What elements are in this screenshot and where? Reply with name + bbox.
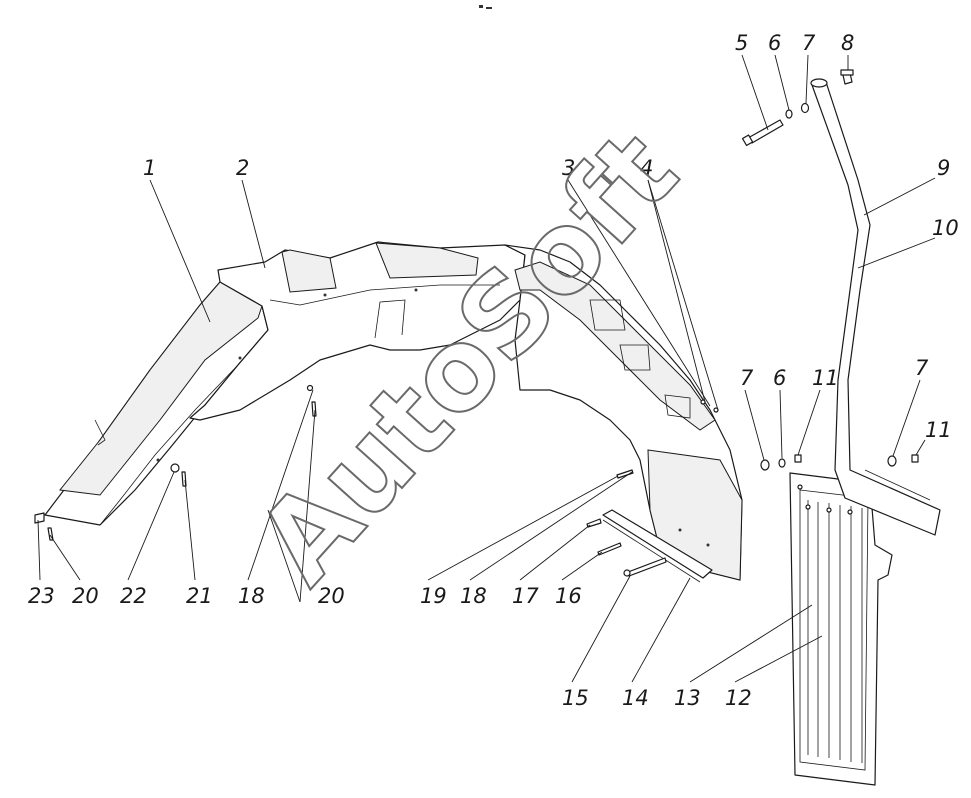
callout-7b: 7 (740, 366, 754, 390)
callout-6: 6 (768, 31, 781, 55)
callout-7c: 7 (915, 356, 929, 380)
fasteners (34, 69, 919, 577)
callout-5: 5 (735, 31, 748, 55)
callout-21: 21 (186, 584, 213, 608)
callout-13: 13 (674, 686, 701, 710)
callout-15: 15 (562, 686, 589, 710)
callout-19: 19 (420, 584, 447, 608)
callout-4: 4 (640, 156, 653, 180)
callout-20: 20 (72, 584, 99, 608)
callout-3: 3 (562, 156, 575, 180)
support-tube (810, 78, 941, 536)
callout-10: 10 (932, 216, 959, 240)
callout-14: 14 (622, 686, 649, 710)
clamp-strip (602, 509, 713, 583)
callout-22: 22 (120, 584, 147, 608)
callout-labels: 1 2 3 4 5 6 7 8 9 10 7 6 11 7 11 23 20 2… (28, 31, 959, 710)
callout-16: 16 (555, 584, 582, 608)
callout-1: 1 (143, 156, 156, 180)
callout-2: 2 (236, 156, 249, 180)
mudguard-front-section (44, 281, 269, 526)
callout-20b: 20 (318, 584, 345, 608)
callout-9: 9 (937, 156, 950, 180)
callout-8: 8 (841, 31, 854, 55)
top-mark (479, 5, 492, 9)
callout-7: 7 (802, 31, 816, 55)
callout-6b: 6 (773, 366, 786, 390)
callout-11b: 11 (925, 418, 952, 442)
callout-17: 17 (512, 584, 539, 608)
callout-23: 23 (28, 584, 55, 608)
callout-11: 11 (812, 366, 839, 390)
callout-18: 18 (238, 584, 265, 608)
leader-lines (37, 54, 936, 683)
callout-18b: 18 (460, 584, 487, 608)
callout-12: 12 (725, 686, 752, 710)
mudguard-arch-section (189, 241, 526, 421)
mudflap (789, 472, 893, 786)
